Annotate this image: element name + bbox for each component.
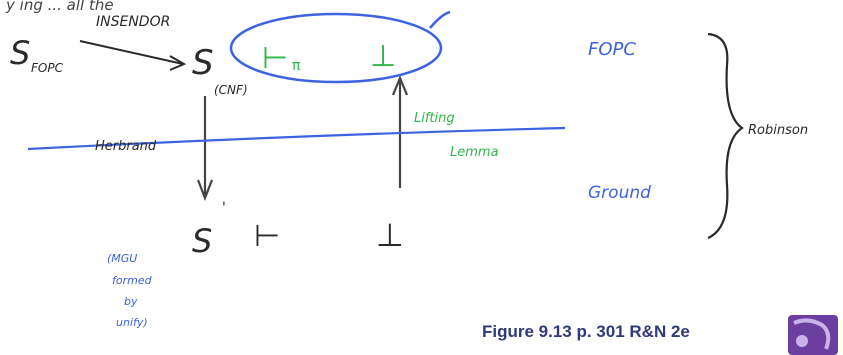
note-line-3: by	[124, 295, 138, 308]
ground-level-label: Ground	[588, 183, 651, 203]
herbrand-arrow-head	[196, 179, 214, 202]
figure-caption: Figure 9.13 p. 301 R&N 2e	[482, 322, 690, 341]
note-line-1: (MGU	[107, 252, 137, 265]
cnf-label: (CNF)	[214, 83, 248, 97]
robinson-label: Robinson	[748, 123, 808, 138]
bottom-entails-symbol: ⊢	[254, 219, 280, 254]
insendor-arrow	[79, 40, 184, 65]
s-top-label: S	[192, 43, 214, 83]
s-fopc-subscript: FOPC	[31, 61, 64, 75]
s-bottom-label: S	[192, 222, 212, 260]
header-partial-text: y ing ... all the	[5, 0, 114, 14]
fopc-level-label: FOPC	[588, 39, 636, 60]
s-fopc-label: S	[10, 34, 30, 72]
ellipse-entails-symbol: ⊢	[262, 41, 288, 76]
ellipse-bottom-symbol: ⊥	[370, 39, 396, 74]
s-bottom-prime: '	[222, 200, 226, 216]
lifting-arrow-head	[391, 75, 409, 96]
ellipse-tail	[429, 10, 451, 29]
goal-ellipse	[229, 12, 443, 84]
book-logo-icon	[788, 315, 838, 355]
lifting-label: Lifting	[414, 111, 455, 126]
note-line-2: formed	[112, 274, 153, 287]
herbrand-label: Herbrand	[95, 139, 157, 154]
right-brace	[707, 32, 744, 240]
ellipse-entails-subscript: π	[292, 58, 301, 74]
note-line-4: unify)	[116, 316, 148, 329]
insendor-label: INSENDOR	[96, 14, 170, 30]
insendor-arrow-head	[169, 55, 187, 71]
level-divider-line	[27, 126, 566, 151]
bottom-false-symbol: ⊥	[376, 216, 404, 254]
lemma-label: Lemma	[450, 145, 499, 160]
